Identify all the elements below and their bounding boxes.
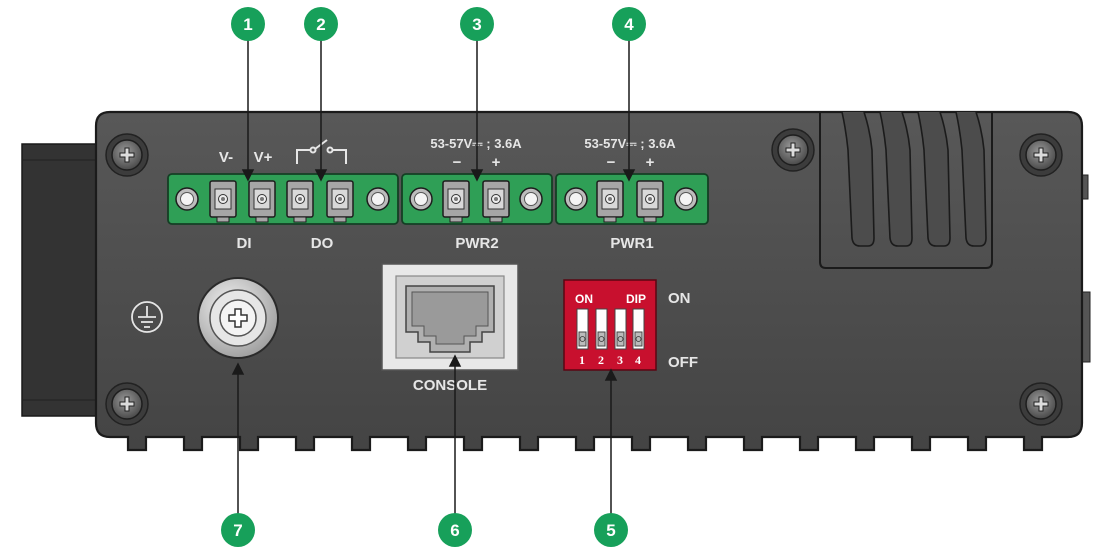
do-port-b[interactable]: [326, 180, 354, 223]
dip-side-on-label: ON: [668, 290, 691, 307]
dip-toggle-3[interactable]: [614, 308, 627, 350]
dip-side-off-label: OFF: [668, 354, 698, 371]
pwr2-plus-label: +: [492, 154, 501, 171]
callout-2-arrow: [314, 169, 328, 182]
svg-text:6: 6: [450, 521, 459, 540]
pwr2-minus-label: −: [453, 154, 462, 171]
callout-5-arrow: [604, 368, 618, 381]
console-port[interactable]: [381, 263, 519, 371]
callout-7: 7: [221, 513, 255, 547]
callout-6: 6: [438, 513, 472, 547]
callout-3: 3: [460, 7, 494, 41]
dip-toggle-1[interactable]: [576, 308, 589, 350]
heatsink-fins: [819, 111, 993, 269]
svg-text:5: 5: [606, 521, 615, 540]
svg-text:2: 2: [316, 15, 325, 34]
di-v-plus-port[interactable]: [248, 180, 276, 223]
pwr1-minus-port[interactable]: [596, 180, 624, 223]
screw-icon: [771, 128, 815, 172]
di-v-minus-port[interactable]: [209, 180, 237, 223]
pwr1-label: PWR1: [610, 235, 653, 252]
svg-text:1: 1: [243, 15, 252, 34]
dip-toggle-2[interactable]: [595, 308, 608, 350]
dip-on-text: ON: [575, 292, 593, 306]
grounding-screw-icon[interactable]: [197, 277, 279, 359]
dip-switch[interactable]: ON DIP 1 2 3 4: [563, 279, 657, 371]
ground-icon: [131, 301, 163, 333]
callout-5: 5: [594, 513, 628, 547]
screw-icon: [1019, 382, 1063, 426]
callout-6-arrow: [448, 354, 462, 367]
do-label: DO: [311, 235, 334, 252]
pwr2-plus-port[interactable]: [482, 180, 510, 223]
callout-4-arrow: [622, 169, 636, 182]
dip-number-3: 3: [617, 353, 623, 367]
terminal-block-di-do[interactable]: [167, 173, 399, 225]
callout-4: 4: [612, 7, 646, 41]
dip-number-4: 4: [635, 353, 641, 367]
terminal-block-pwr1[interactable]: [555, 173, 709, 225]
v-minus-label: V-: [219, 149, 233, 166]
dip-text: DIP: [626, 292, 646, 306]
svg-text:4: 4: [624, 15, 634, 34]
pwr1-rating-label: 53-57V⎓ ; 3.6A: [584, 136, 676, 151]
callout-1-arrow: [241, 169, 255, 182]
dip-number-2: 2: [598, 353, 604, 367]
svg-text:3: 3: [472, 15, 481, 34]
do-port-a[interactable]: [286, 180, 314, 223]
screw-icon: [105, 382, 149, 426]
pwr1-plus-label: +: [646, 154, 655, 171]
svg-text:7: 7: [233, 521, 242, 540]
side-bracket: [21, 143, 99, 417]
callout-3-arrow: [470, 169, 484, 182]
dip-toggle-4[interactable]: [632, 308, 645, 350]
callout-2: 2: [304, 7, 338, 41]
pwr2-minus-port[interactable]: [442, 180, 470, 223]
di-label: DI: [237, 235, 252, 252]
console-label: CONSOLE: [413, 377, 487, 394]
screw-icon: [1019, 133, 1063, 177]
v-plus-label: V+: [254, 149, 273, 166]
callout-1: 1: [231, 7, 265, 41]
pwr2-label: PWR2: [455, 235, 498, 252]
pwr1-minus-label: −: [607, 154, 616, 171]
callout-7-arrow: [231, 362, 245, 375]
pwr1-plus-port[interactable]: [636, 180, 664, 223]
dip-number-1: 1: [579, 353, 585, 367]
screw-icon: [105, 133, 149, 177]
